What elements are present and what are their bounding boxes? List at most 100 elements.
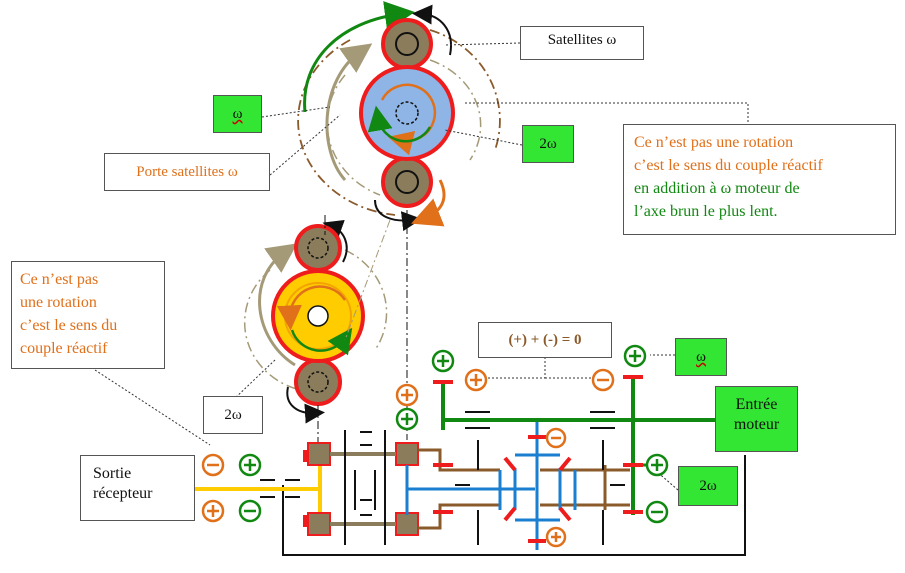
green-plus-icon xyxy=(623,344,647,368)
middle-gears xyxy=(344,430,386,545)
top-satellite-gear xyxy=(381,18,433,70)
top-planetary xyxy=(297,1,501,232)
orange-minus-icon xyxy=(591,368,615,392)
two-omega-right-label: 2ω xyxy=(678,466,738,506)
note-right-line-1: Ce n’est pas une rotation xyxy=(634,134,794,151)
left-top-satellite-axle xyxy=(307,237,329,259)
two-omega-left-label: 2ω xyxy=(203,396,263,434)
brown-orbit-arc xyxy=(297,39,396,216)
leader-2omega-top xyxy=(444,129,523,146)
tan-rotation-arrow xyxy=(325,43,373,182)
orange-plus-icon xyxy=(464,368,488,392)
omega-top-label: ω xyxy=(213,95,262,133)
brown-shaft-top xyxy=(418,448,500,472)
leader-omega-top xyxy=(261,106,331,118)
olive-orbit-arc-right xyxy=(429,59,482,161)
differential-red-marks xyxy=(503,435,572,543)
leader-satellites xyxy=(444,42,521,46)
orange-plus-icon xyxy=(395,383,419,407)
schematic xyxy=(195,375,746,556)
bottom-satellite-gear xyxy=(381,156,433,208)
green-bearings xyxy=(455,411,625,545)
leader-lines xyxy=(94,42,749,491)
brown-shaft-bottom xyxy=(418,503,500,530)
yellow-sun-axle xyxy=(307,305,329,327)
green-plus-icon xyxy=(238,453,262,477)
blue-sun-gear xyxy=(359,65,455,161)
note-left-line-2: une rotation xyxy=(20,294,97,311)
note-left-line-1: Ce n’est pas xyxy=(20,271,99,288)
green-plus-icon xyxy=(645,453,669,477)
orange-minus-icon xyxy=(545,427,567,449)
left-orbit-arc-right xyxy=(344,249,388,351)
sign-symbols xyxy=(201,344,669,548)
differential xyxy=(498,420,577,550)
two-omega-top-label: 2ω xyxy=(522,125,574,163)
entree-line-1: Entrée xyxy=(735,396,778,413)
brown-right-arms xyxy=(605,468,630,507)
yellow-green-arrow xyxy=(290,327,353,356)
frame xyxy=(282,455,746,556)
olive-orbit-arc xyxy=(326,74,381,196)
satellites-label: Satellites ω xyxy=(520,26,644,60)
red-caps xyxy=(303,375,643,527)
leader-note-right xyxy=(465,102,749,124)
yellow-orange-arrow xyxy=(276,285,347,331)
top-satellite-axle xyxy=(395,32,419,56)
left-carrier-planet-top xyxy=(307,442,331,466)
porte-satellites-label: Porte satellites ω xyxy=(104,153,270,191)
orange-plus-icon xyxy=(201,499,225,523)
green-minus-icon xyxy=(645,500,669,524)
leader-porte-satellites xyxy=(269,114,341,176)
left-bottom-satellite-axle xyxy=(307,371,329,393)
left-black-arrow-bottom xyxy=(286,386,325,424)
porte-satellites-text: Porte satellites ω xyxy=(136,164,238,180)
left-planetary xyxy=(243,220,388,424)
two-omega-top-text: 2ω xyxy=(539,136,557,152)
left-orbit-arc xyxy=(243,269,301,391)
black-arrow-bottom-satellite xyxy=(374,199,422,232)
equation-label: (+) + (-) = 0 xyxy=(478,322,612,358)
green-minus-icon xyxy=(238,499,262,523)
left-carrier-planet-bottom xyxy=(307,512,331,536)
leader-note-left xyxy=(94,369,211,446)
equation-text: (+) + (-) = 0 xyxy=(508,332,582,348)
orange-plus-icon xyxy=(545,526,567,548)
left-tan-arrow xyxy=(258,243,298,367)
note-right-line-2: c’est le sens du couple réactif xyxy=(634,157,823,174)
orange-rotation-arrow xyxy=(411,179,446,227)
note-right-line-3: en addition à ω moteur de xyxy=(634,180,800,197)
orange-minus-icon xyxy=(201,453,225,477)
bottom-satellite-axle xyxy=(395,170,419,194)
note-left-line-3: c’est le sens du xyxy=(20,317,118,334)
brown-orbit-arc-right xyxy=(429,29,501,151)
green-plus-icon xyxy=(431,349,455,373)
right-carrier-planet-top xyxy=(395,442,419,466)
sortie-recepteur-label: Sortie récepteur xyxy=(80,455,195,521)
sun-green-arrow xyxy=(367,105,432,143)
omega-right-label: ω xyxy=(675,338,727,376)
right-carrier-planet-bottom xyxy=(395,512,419,536)
blue-sun-axle xyxy=(395,101,419,125)
satellites-text: Satellites ω xyxy=(547,32,617,48)
left-black-arrow-top xyxy=(322,220,348,263)
note-left: Ce n’est pas une rotation c’est le sens … xyxy=(11,261,165,369)
note-right-line-4: l’axe brun le plus lent. xyxy=(634,203,778,220)
leader-2omega-left xyxy=(232,359,276,401)
note-right: Ce n’est pas une rotation c’est le sens … xyxy=(623,124,896,235)
two-omega-left-text: 2ω xyxy=(224,407,242,423)
align-diagonal xyxy=(344,219,391,341)
left-bottom-satellite xyxy=(294,358,342,406)
sortie-line-2: récepteur xyxy=(93,485,153,502)
sortie-line-1: Sortie xyxy=(93,465,132,482)
two-omega-right-text: 2ω xyxy=(699,478,717,494)
left-top-satellite xyxy=(294,224,342,272)
omega-top-text: ω xyxy=(232,106,243,122)
black-arrow-top-satellite xyxy=(412,4,452,56)
brown-shaft-right xyxy=(540,465,607,510)
entree-line-2: moteur xyxy=(733,416,780,433)
omega-right-text: ω xyxy=(696,349,706,365)
bearings xyxy=(260,479,300,498)
